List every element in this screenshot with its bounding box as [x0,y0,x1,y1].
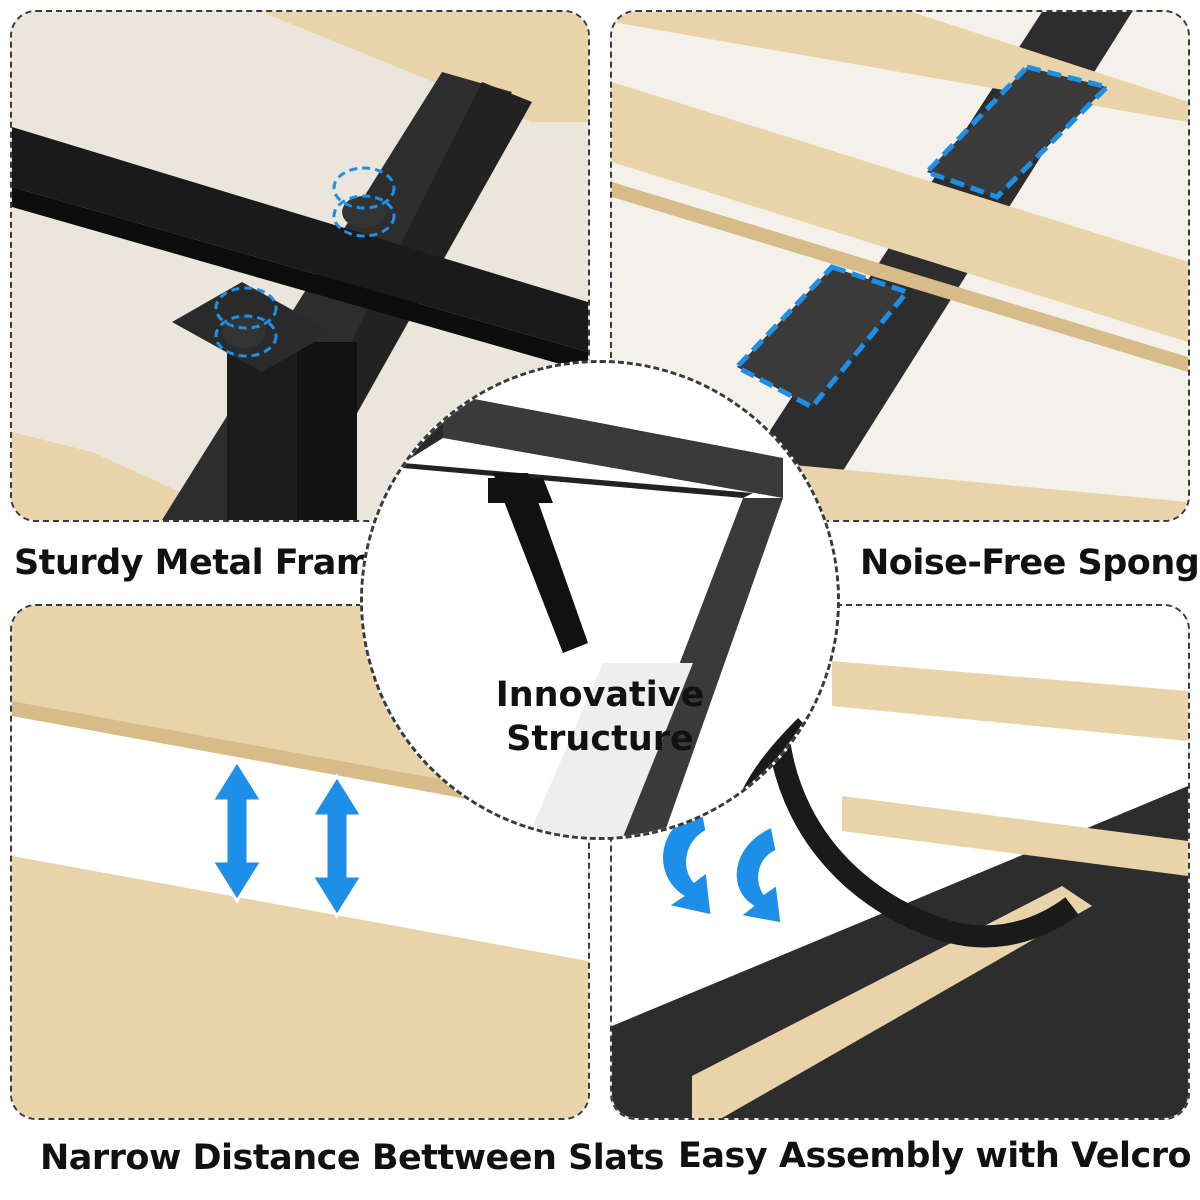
panel-narrow-distance [10,604,590,1120]
sponge-highlight-icon [732,64,1112,411]
double-arrow-icon [209,758,365,919]
caption-sturdy-metal-frame: Sturdy Metal Frame [14,543,396,583]
slats-illustration [12,606,588,1118]
center-title-line2: Structure [506,719,694,759]
center-innovative-structure: Innovative Structure [360,360,840,840]
bolt-highlight-icon [214,166,396,358]
center-title-line1: Innovative [495,675,705,715]
structure-illustration [363,363,837,837]
panel-easy-assembly [610,604,1190,1120]
caption-narrow-distance: Narrow Distance Bettween Slats [40,1138,665,1178]
caption-easy-assembly: Easy Assembly with Velcro [678,1136,1192,1176]
panel-sturdy-metal-frame [10,10,590,522]
metal-frame-illustration [12,12,588,520]
center-title: Innovative Structure [363,673,837,761]
caption-noise-free-sponge: Noise-Free Sponge [860,543,1200,583]
